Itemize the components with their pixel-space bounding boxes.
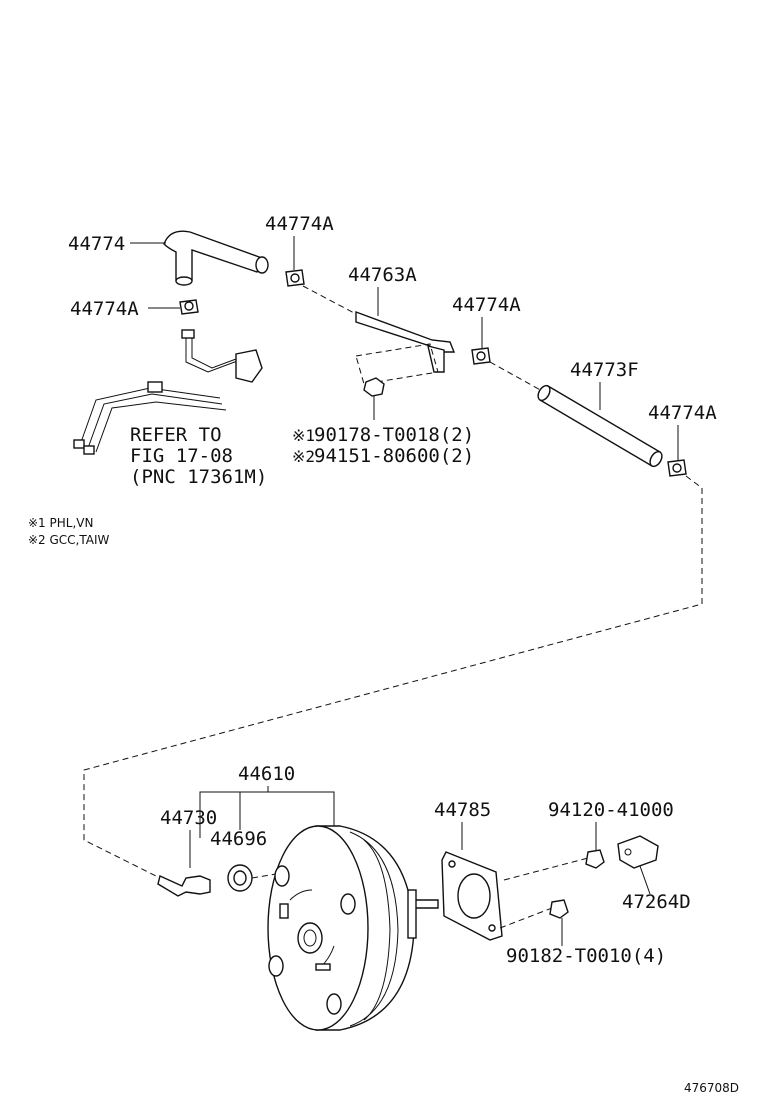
nut-94120[interactable] [585, 849, 605, 869]
label-44785: 44785 [434, 799, 491, 821]
clip-44774a-right[interactable] [667, 459, 687, 477]
dash-2 [489, 361, 545, 393]
label-44763a: 44763A [348, 264, 417, 286]
dash-nut-lower [499, 907, 553, 929]
brake-booster-44610[interactable] [267, 825, 439, 1031]
dash-1 [302, 285, 357, 315]
refer-line2: FIG 17-08 [130, 445, 233, 467]
label-44774a-mid: 44774A [452, 294, 521, 316]
label-44774a-left: 44774A [70, 298, 139, 320]
label-44774a-top: 44774A [265, 213, 334, 235]
clip-44774a-top[interactable] [285, 269, 305, 287]
leader-47264d [639, 865, 651, 895]
label-44730: 44730 [160, 807, 217, 829]
pipe-assembly-ref [73, 329, 263, 455]
clip-44774a-mid[interactable] [471, 347, 491, 365]
label-code-b: 94151-80600(2) [314, 445, 474, 467]
hose-44773f[interactable] [536, 384, 665, 469]
check-valve-44730[interactable] [157, 875, 211, 897]
nut-bracket[interactable] [363, 377, 385, 397]
label-44774: 44774 [68, 233, 125, 255]
label-44773f: 44773F [570, 359, 639, 381]
clevis-47264d[interactable] [617, 835, 659, 869]
dash-grommet [251, 873, 277, 879]
dash-box [355, 343, 439, 385]
label-44610: 44610 [238, 763, 295, 785]
bracket-44763a[interactable] [355, 310, 456, 373]
figure-id: 476708D [684, 1081, 739, 1095]
hose-44774[interactable] [163, 230, 269, 286]
label-90182: 90182-T0010(4) [506, 945, 666, 967]
dash-vacuum-line [83, 475, 703, 881]
note-1: ※1 PHL,VN [28, 516, 93, 530]
nut-90182[interactable] [549, 899, 569, 919]
label-94120: 94120-41000 [548, 799, 674, 821]
label-44774a-right: 44774A [648, 402, 717, 424]
gasket-44785[interactable] [441, 851, 503, 941]
leader-44610-bracket [199, 791, 335, 838]
clip-44774a-left[interactable] [179, 299, 199, 315]
dash-nut-upper [503, 857, 589, 881]
refer-line3: (PNC 17361M) [130, 466, 267, 488]
mark-1: ※1 [292, 426, 315, 445]
label-code-a: 90178-T0018(2) [314, 424, 474, 446]
mark-2: ※2 [292, 447, 315, 466]
label-47264d: 47264D [622, 891, 691, 913]
grommet-44696[interactable] [227, 864, 253, 892]
note-2: ※2 GCC,TAIW [28, 533, 110, 547]
refer-line1: REFER TO [130, 424, 222, 446]
label-44696: 44696 [210, 828, 267, 850]
